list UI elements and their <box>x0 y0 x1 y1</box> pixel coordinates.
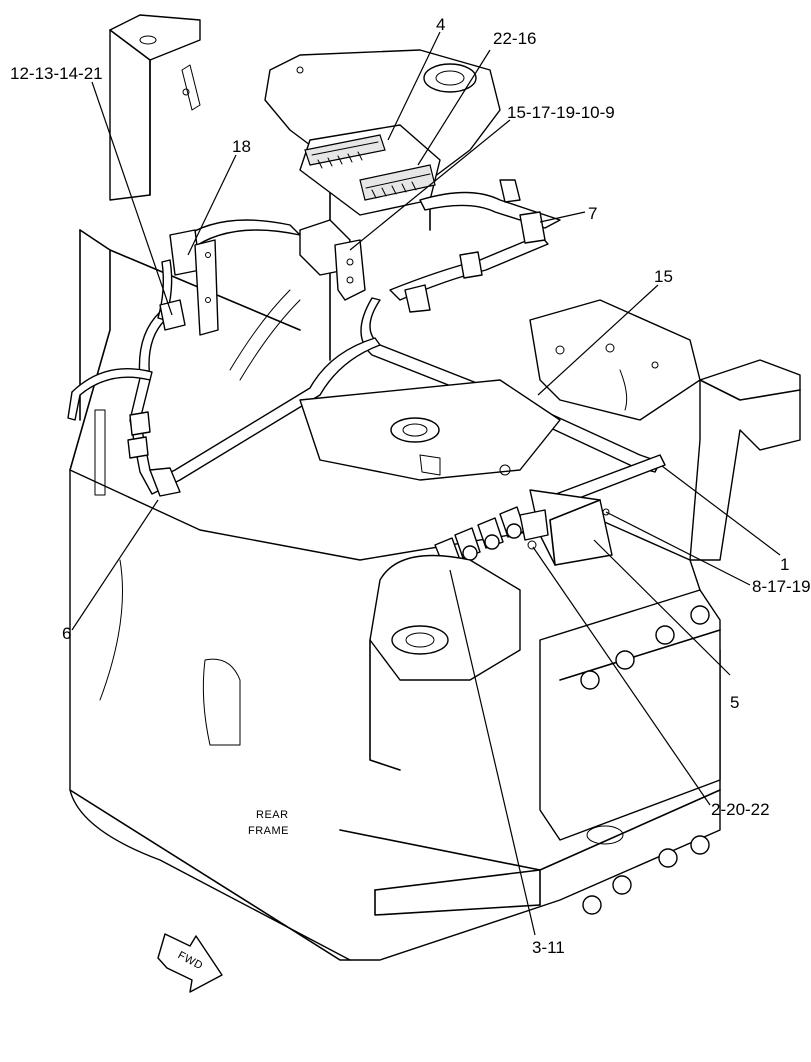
callout-5: 5 <box>730 693 739 712</box>
callout-22-16: 22-16 <box>493 29 536 48</box>
control-module <box>299 124 441 216</box>
callout-6: 6 <box>62 624 71 643</box>
forward-arrow-icon <box>157 933 223 993</box>
left-tower <box>109 14 201 201</box>
callout-3-11: 3-11 <box>532 938 565 957</box>
right-bracket-plate <box>529 299 701 421</box>
callout-7: 7 <box>588 204 597 223</box>
center-crossmember <box>299 379 561 481</box>
callout-18: 18 <box>232 137 251 156</box>
right-arm <box>689 359 801 561</box>
bolt-heads <box>580 605 710 915</box>
lower-pedestal <box>369 554 521 771</box>
leader-lines <box>71 31 781 936</box>
callout-15: 15 <box>654 267 673 286</box>
callout-labels: 4 22-16 12-13-14-21 15-17-19-10-9 18 7 1… <box>10 15 811 972</box>
callout-15-17-19-10-9: 15-17-19-10-9 <box>507 103 615 122</box>
callout-12-13-14-21: 12-13-14-21 <box>10 64 103 83</box>
junction-box <box>519 489 613 566</box>
callout-1: 1 <box>780 555 789 574</box>
wiring-harness <box>67 179 666 511</box>
rear-frame-label-line2: FRAME <box>248 825 289 837</box>
callout-2-20-22: 2-20-22 <box>711 800 770 819</box>
callout-4: 4 <box>436 15 445 34</box>
rear-frame-label-line1: REAR <box>256 809 289 821</box>
rear-frame-body <box>69 229 721 961</box>
callout-8-17-19: 8-17-19 <box>752 577 811 596</box>
